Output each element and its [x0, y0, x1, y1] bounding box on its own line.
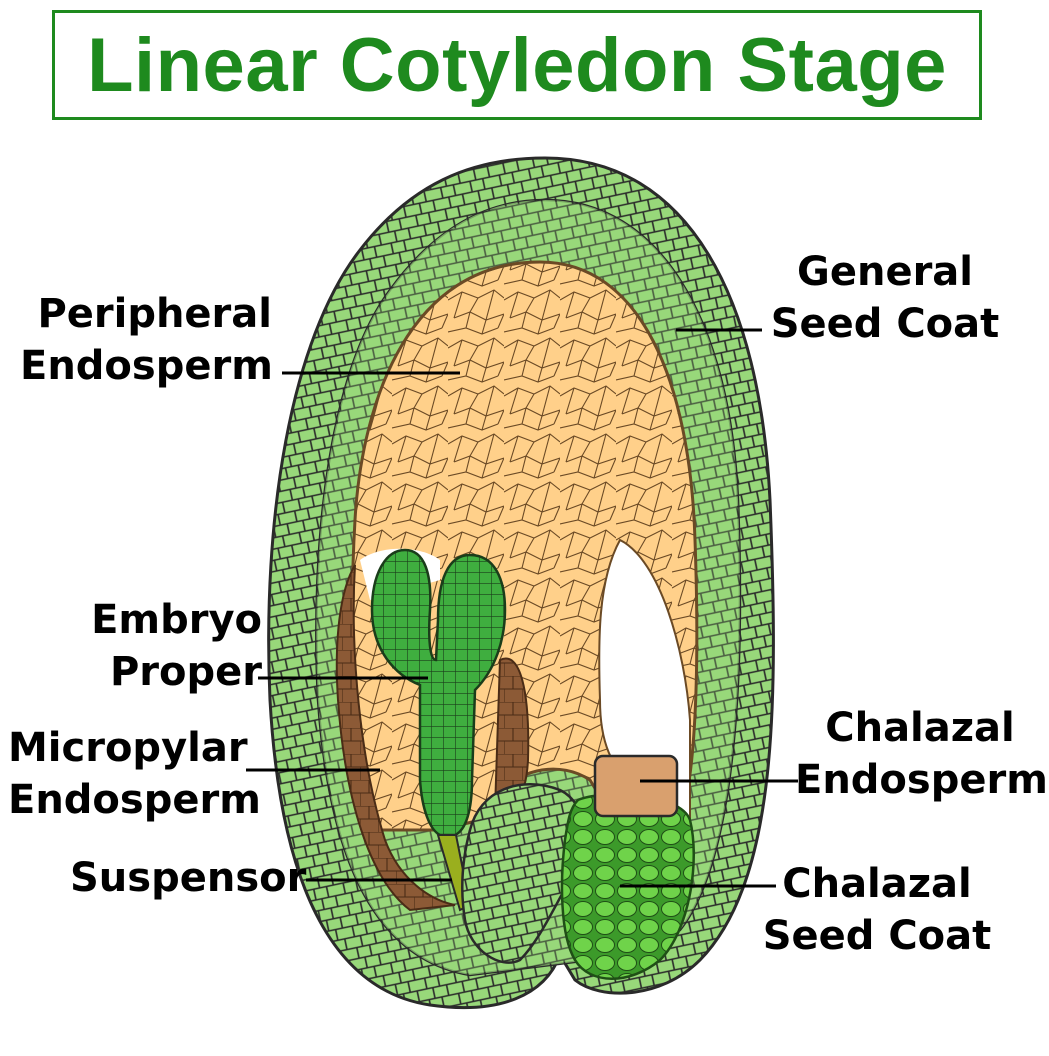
chalazal-endosperm-shape — [593, 754, 679, 818]
diagram-title: Linear Cotyledon Stage — [87, 22, 947, 108]
label-micropylar-endosperm: Micropylar Endosperm — [8, 725, 261, 823]
label-suspensor: Suspensor — [70, 855, 307, 901]
label-general-seed-coat: General Seed Coat — [770, 249, 1000, 347]
label-chalazal-endosperm: Chalazal Endosperm — [795, 705, 1048, 803]
label-peripheral-endosperm: Peripheral Endosperm — [20, 291, 273, 389]
title-box: Linear Cotyledon Stage — [52, 10, 982, 120]
micropylar-endosperm-shape — [335, 564, 456, 912]
embryo-proper-shape — [370, 548, 507, 837]
label-chalazal-seed-coat: Chalazal Seed Coat — [762, 861, 992, 959]
micropyle-bulge — [461, 783, 586, 964]
label-embryo-proper: Embryo Proper — [91, 597, 262, 695]
